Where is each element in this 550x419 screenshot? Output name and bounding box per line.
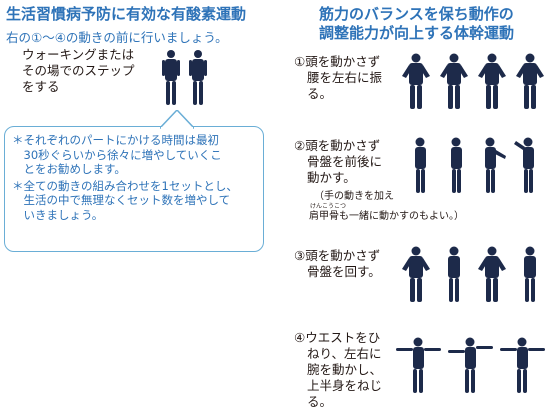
walking-text: ウォーキングまたは その場でのステップ をする xyxy=(22,47,135,94)
step-4-text: ④ウエストをひ ねり、左右に 腕を動かし、 上半身をねじ る。 xyxy=(294,330,383,409)
bubble-pointer xyxy=(160,110,194,129)
right-title-line2: 調整能力が向上する体幹運動 xyxy=(319,24,515,42)
walking-figures xyxy=(162,50,207,105)
step-1-text: ①頭を動かさず 腰を左右に振 る。 xyxy=(294,54,383,101)
step-2-note: （手の動きを加え xyxy=(314,191,394,202)
right-title-line1: 筋力のバランスを保ち動作の xyxy=(319,5,514,23)
left-subtitle: 右の①〜④の動きの前に行いましょう。 xyxy=(6,30,228,45)
left-title: 生活習慣病予防に有効な有酸素運動 xyxy=(6,5,247,23)
step-2-text: ②頭を動かさず 骨盤を前後に 動かす。 xyxy=(294,138,383,185)
step-2-ruby: けんこうこつ xyxy=(310,203,347,210)
step-1-figures xyxy=(402,53,544,109)
step-2-note-2: 肩甲骨も一緒に動かすのもよい。） xyxy=(309,211,464,222)
tips-bubble xyxy=(4,126,264,252)
step-4-figures xyxy=(396,337,545,393)
step-3-figures xyxy=(402,246,536,302)
step-3-text: ③頭を動かさず 骨盤を回す。 xyxy=(294,248,381,279)
tips-text: ＊それぞれのパートにかける時間は最初 30秒ぐらいから徐々に増やしていくこ とを… xyxy=(12,133,238,222)
step-2-figures xyxy=(415,137,534,193)
